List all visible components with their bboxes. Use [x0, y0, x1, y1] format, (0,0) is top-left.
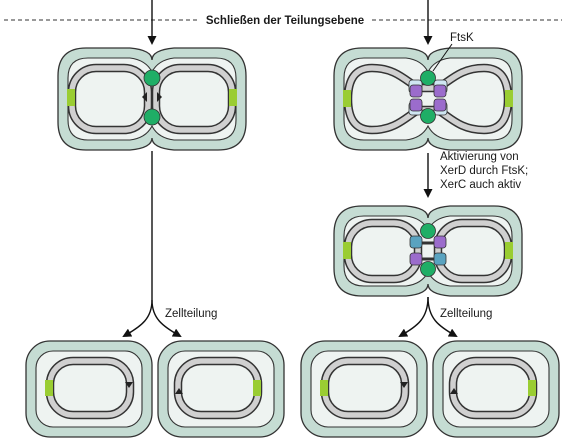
xer-purple-protein	[433, 84, 447, 98]
dif-site-right	[505, 242, 513, 259]
xer-purple-protein	[409, 252, 423, 266]
xer-purple-protein	[433, 98, 447, 112]
activation-label-line2: XerD durch FtsK;	[440, 165, 528, 177]
daughter-cell	[25, 340, 153, 438]
xer-purple-protein	[409, 84, 423, 98]
ftsk-label: FtsK	[450, 32, 474, 44]
dif-direction-marker	[142, 92, 147, 102]
right-split-arrow-left	[398, 296, 429, 337]
daughter-cell	[157, 340, 285, 438]
xer-blue-protein	[409, 235, 423, 249]
dif-direction-marker	[175, 388, 183, 394]
xerd-protein	[143, 108, 161, 126]
activation-label-line3: XerC auch aktiv	[440, 179, 521, 191]
right-split-arrow-right	[427, 296, 458, 337]
xer-purple-protein	[433, 235, 447, 249]
dif-site-right	[229, 89, 237, 106]
xer-blue-protein	[433, 252, 447, 266]
dif-site	[320, 380, 328, 396]
dif-direction-marker	[400, 382, 408, 388]
xerc-protein	[143, 69, 161, 87]
daughter-cell	[432, 340, 560, 438]
dif-site	[253, 380, 261, 396]
daughter-cell	[300, 340, 428, 438]
cell-middle-right	[333, 205, 523, 297]
dif-site	[528, 380, 536, 396]
plane-closing-label: Schließen der Teilungsebene	[206, 15, 364, 27]
xer-green-protein	[420, 70, 436, 86]
xer-green-protein	[420, 223, 436, 239]
division-label-right: Zellteilung	[440, 308, 492, 320]
xer-green-protein	[420, 261, 436, 277]
dif-direction-marker	[157, 92, 162, 102]
dif-direction-marker	[450, 388, 458, 394]
dif-site	[45, 380, 53, 396]
ftsk-leader-line	[432, 43, 453, 72]
dif-site-left	[67, 89, 75, 106]
left-split-arrow-right	[151, 299, 182, 337]
dif-direction-marker	[125, 382, 133, 388]
left-split-arrow-left	[122, 299, 153, 337]
division-label-left: Zellteilung	[165, 308, 217, 320]
dif-site-right	[505, 90, 513, 107]
dif-site-left	[343, 242, 351, 259]
activation-label-line1: Aktivierung von	[440, 151, 519, 163]
xer-green-protein	[420, 108, 436, 124]
xer-purple-protein	[409, 98, 423, 112]
cell-top-right	[333, 47, 523, 151]
dif-site-left	[343, 90, 351, 107]
cell-top-left	[57, 47, 247, 151]
